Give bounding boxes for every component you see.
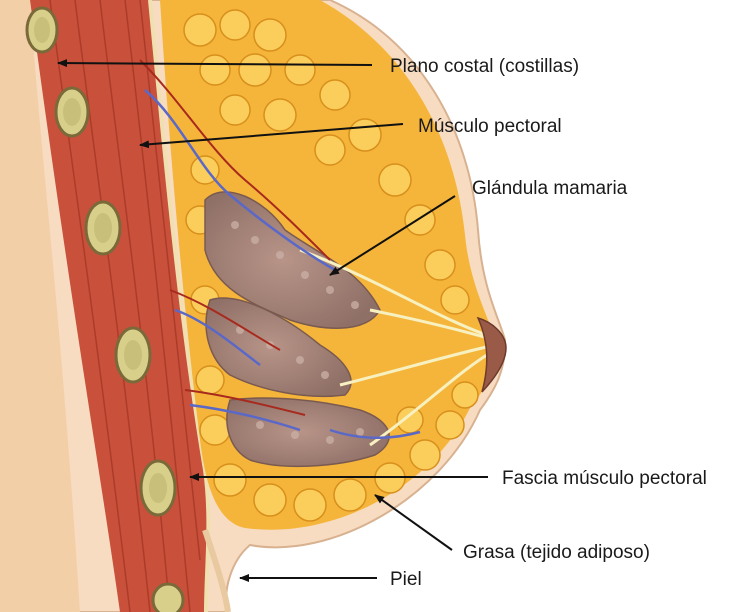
label-fat-tissue: Grasa (tejido adiposo) bbox=[463, 542, 650, 563]
label-costal-plane: Plano costal (costillas) bbox=[390, 56, 579, 77]
rib bbox=[141, 461, 175, 515]
label-mammary-gland: Glándula mamaria bbox=[472, 178, 628, 199]
rib bbox=[153, 584, 183, 612]
label-pectoral-fascia: Fascia músculo pectoral bbox=[502, 468, 707, 489]
label-skin: Piel bbox=[390, 569, 422, 590]
callout-fat-line bbox=[375, 495, 452, 550]
rib bbox=[27, 8, 57, 52]
rib bbox=[56, 88, 88, 136]
label-pectoral-muscle: Músculo pectoral bbox=[418, 116, 562, 137]
rib bbox=[116, 328, 150, 382]
rib bbox=[86, 202, 120, 254]
